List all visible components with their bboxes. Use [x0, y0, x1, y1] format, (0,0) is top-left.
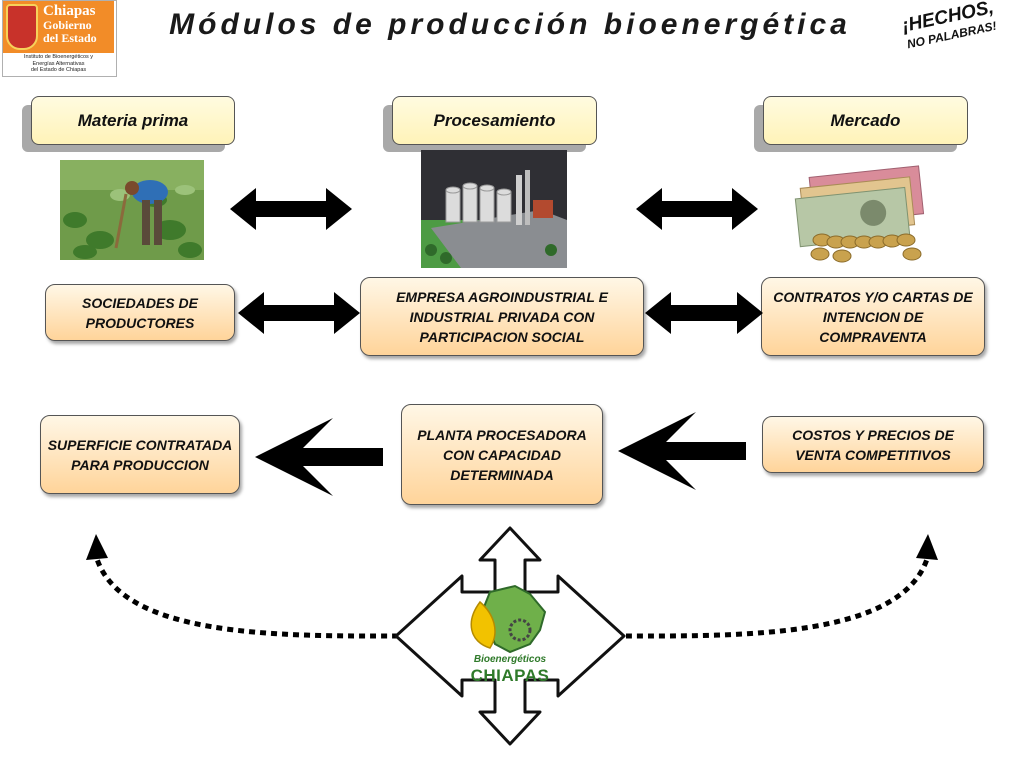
box-costos-precios: COSTOS Y PRECIOS DE VENTA COMPETITIVOS [762, 416, 984, 473]
hechos-no-palabras-stamp: ¡HECHOS, NO PALABRAS! [900, 0, 998, 52]
left-arrow-icon [618, 412, 746, 490]
left-arrow-icon [255, 418, 383, 496]
category-mercado: Mercado [763, 96, 968, 145]
double-arrow-icon [636, 188, 758, 230]
money-bills-coins-photo [792, 162, 932, 266]
logo-name: Chiapas Gobierno del Estado [43, 3, 97, 45]
box-superficie-contratada: SUPERFICIE CONTRATADA PARA PRODUCCION [40, 415, 240, 494]
chiapas-map-leaf-icon [470, 584, 547, 654]
logo-orange-panel: Chiapas Gobierno del Estado [3, 1, 114, 53]
coat-of-arms-icon [6, 4, 38, 50]
category-materia-prima: Materia prima [31, 96, 235, 145]
chiapas-government-logo: Chiapas Gobierno del Estado Instituto de… [2, 0, 117, 77]
box-sociedades-productores: SOCIEDADES DE PRODUCTORES [45, 284, 235, 341]
box-planta-procesadora: PLANTA PROCESADORA CON CAPACIDAD DETERMI… [401, 404, 603, 505]
institute-name: Instituto de Bioenergéticos y Energías A… [23, 54, 94, 73]
dotted-curved-arrow-right [625, 534, 938, 639]
box-empresa-agroindustrial: EMPRESA AGROINDUSTRIAL E INDUSTRIAL PRIV… [360, 277, 644, 356]
bioenergeticos-chiapas-logo: Bioenergéticos CHIAPAS [460, 582, 560, 690]
farmer-field-photo [60, 160, 204, 260]
page-title: Módulos de producción bioenergética [169, 8, 851, 41]
dotted-curved-arrow-left [86, 534, 399, 639]
processing-plant-photo [421, 150, 567, 268]
box-contratos-compraventa: CONTRATOS Y/O CARTAS DE INTENCION DE COM… [761, 277, 985, 356]
double-arrow-icon [230, 188, 352, 230]
category-procesamiento: Procesamiento [392, 96, 597, 145]
double-arrow-icon [645, 292, 763, 334]
double-arrow-icon [238, 292, 360, 334]
